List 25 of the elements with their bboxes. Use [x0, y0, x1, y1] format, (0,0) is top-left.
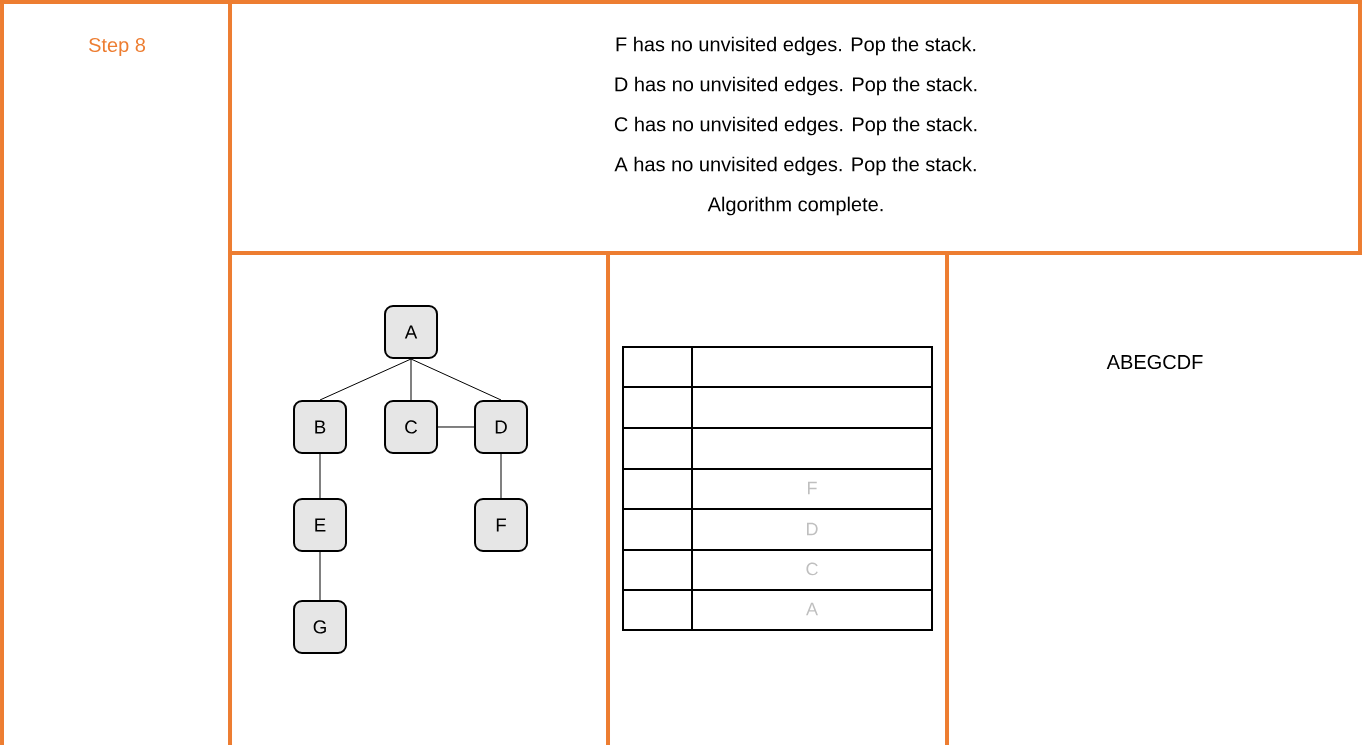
- connector-line: [319, 358, 412, 401]
- connector-line: [437, 426, 475, 428]
- graph-node: E: [293, 498, 347, 552]
- connector-line: [319, 453, 321, 499]
- connector-line: [319, 551, 321, 601]
- connector-line: [500, 453, 502, 499]
- connector-line: [410, 358, 502, 401]
- step-description: A has no unvisited edges. Pop the stack.: [614, 156, 976, 176]
- graph-node: B: [293, 400, 347, 454]
- connector-line: [410, 358, 412, 401]
- step-description: F has no unvisited edges. Pop the stack.: [616, 36, 976, 56]
- stack-entry: D: [807, 522, 818, 536]
- step-description: D has no unvisited edges. Pop the stack.: [615, 76, 977, 96]
- graph-node: G: [293, 600, 347, 654]
- stack-entry: A: [806, 602, 818, 616]
- stack-entry: F: [808, 481, 817, 495]
- step-description: C has no unvisited edges. Pop the stack.: [614, 116, 977, 136]
- stack-entry: C: [806, 562, 818, 576]
- step-description: Algorithm complete.: [707, 196, 883, 216]
- visited-order: ABEGCDF: [1106, 354, 1203, 370]
- graph-node: D: [474, 400, 528, 454]
- graph-node: C: [384, 400, 438, 454]
- step-label: Step 8: [89, 37, 146, 57]
- graph-node: F: [474, 498, 528, 552]
- graph-node: A: [384, 305, 438, 359]
